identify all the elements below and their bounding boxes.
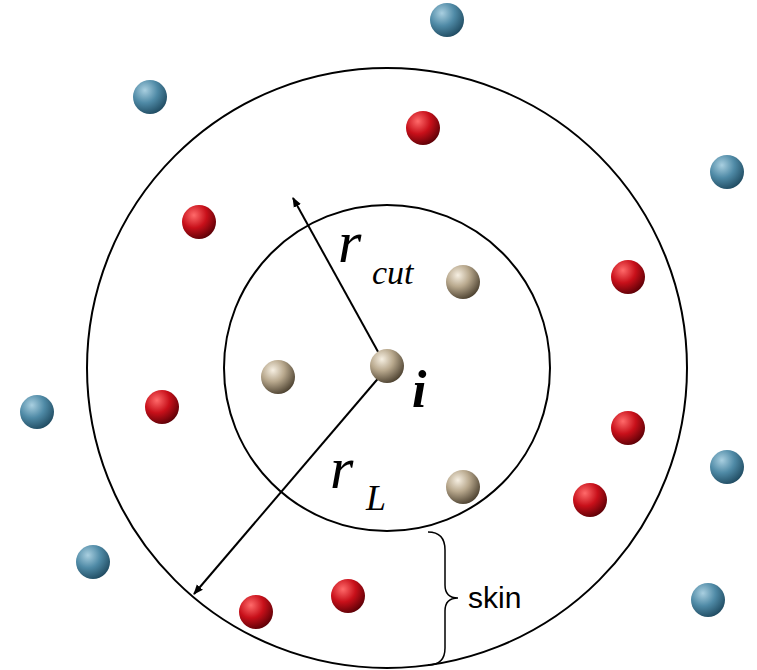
particle: [691, 583, 725, 617]
particle: [182, 205, 216, 239]
particle: [145, 390, 179, 424]
radius-subscript: cut: [372, 256, 414, 290]
particle: [133, 80, 167, 114]
particle: [573, 483, 607, 517]
particle: [370, 349, 404, 383]
particle: [20, 395, 54, 429]
particle: [611, 260, 645, 294]
list-radius-arrow: [194, 368, 387, 594]
particle-index: i: [412, 364, 426, 416]
particle: [239, 595, 273, 629]
particle: [331, 579, 365, 613]
particle: [446, 265, 480, 299]
radius-subscript: L: [366, 480, 386, 516]
skin-brace: [428, 532, 458, 665]
particle: [446, 470, 480, 504]
outer-particles: [20, 3, 744, 617]
radius-symbol: r: [330, 438, 353, 498]
particle: [76, 545, 110, 579]
particle: [710, 155, 744, 189]
particle: [710, 450, 744, 484]
particle: [261, 360, 295, 394]
skin-particles: [145, 111, 645, 629]
radius-symbol: r: [338, 212, 361, 272]
list-radius-circle: [87, 68, 687, 668]
particle: [430, 3, 464, 37]
cutoff-circle: [224, 205, 550, 531]
skin-label: skin: [468, 583, 521, 613]
particle: [406, 111, 440, 145]
particle: [611, 411, 645, 445]
inner-particles: [261, 265, 480, 504]
